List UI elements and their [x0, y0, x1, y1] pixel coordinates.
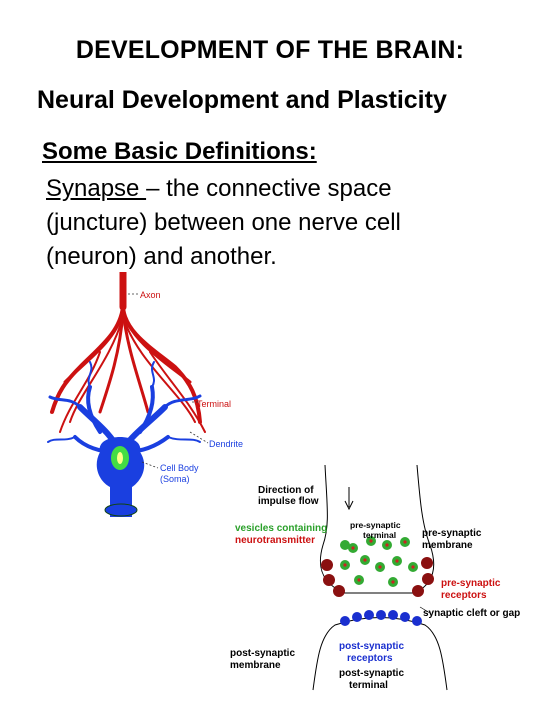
post-terminal-label-2: terminal: [349, 680, 388, 691]
neuron-diagram: Axon Terminal Dendrite Cell Body (Soma): [47, 272, 243, 517]
cell-body: [96, 437, 145, 517]
definition-line-2: (juncture) between one nerve cell: [46, 209, 401, 236]
direction-arrow: [344, 487, 354, 511]
post-terminal-label-1: post-synaptic: [339, 668, 404, 679]
definition-line-1: Synapse – the connective space: [46, 172, 486, 206]
direction-label-1: Direction of: [258, 485, 314, 496]
synapse-definition: Synapse – the connective space (juncture…: [46, 172, 486, 274]
vesicles: [340, 536, 418, 587]
dendrite-label: Dendrite: [209, 439, 243, 449]
page-title: DEVELOPMENT OF THE BRAIN:: [75, 36, 465, 64]
section-heading: Some Basic Definitions:: [42, 138, 317, 165]
post-receptors-label-2: receptors: [347, 653, 393, 664]
axon-label: Axon: [140, 290, 161, 300]
definition-line-1-rest: – the connective space: [146, 175, 392, 202]
terminal-label: Terminal: [197, 399, 231, 409]
synaptic-cleft-label: synaptic cleft or gap: [423, 608, 520, 619]
definition-line-3: (neuron) and another.: [46, 243, 277, 270]
pre-terminal-label-2: terminal: [363, 530, 396, 540]
vesicles-label: vesicles containing: [235, 523, 327, 534]
direction-label-2: impulse flow: [258, 496, 319, 507]
pre-terminal-label-1: pre-synaptic: [350, 520, 401, 530]
pre-membrane-label-2: membrane: [422, 540, 473, 551]
cell-body-label: Cell Body: [160, 463, 199, 473]
axon-branches: [50, 272, 206, 433]
post-receptors-label-1: post-synaptic: [339, 641, 404, 652]
soma-label: (Soma): [160, 474, 190, 484]
synapse-diagram: Direction of impulse flow vesicles conta…: [230, 465, 520, 691]
definition-term: Synapse: [46, 175, 147, 202]
neurotransmitter-label: neurotransmitter: [235, 535, 315, 546]
pre-synaptic-receptors: [321, 540, 434, 597]
post-membrane-label-2: membrane: [230, 660, 281, 671]
pre-receptors-label-2: receptors: [441, 590, 487, 601]
post-synaptic-receptors: [340, 610, 422, 626]
pre-synaptic-terminal-outline: [319, 465, 435, 594]
pre-membrane-label-1: pre-synaptic: [422, 528, 482, 539]
post-membrane-label-1: post-synaptic: [230, 648, 295, 659]
pre-receptors-label-1: pre-synaptic: [441, 578, 501, 589]
page-subtitle: Neural Development and Plasticity: [37, 86, 447, 114]
